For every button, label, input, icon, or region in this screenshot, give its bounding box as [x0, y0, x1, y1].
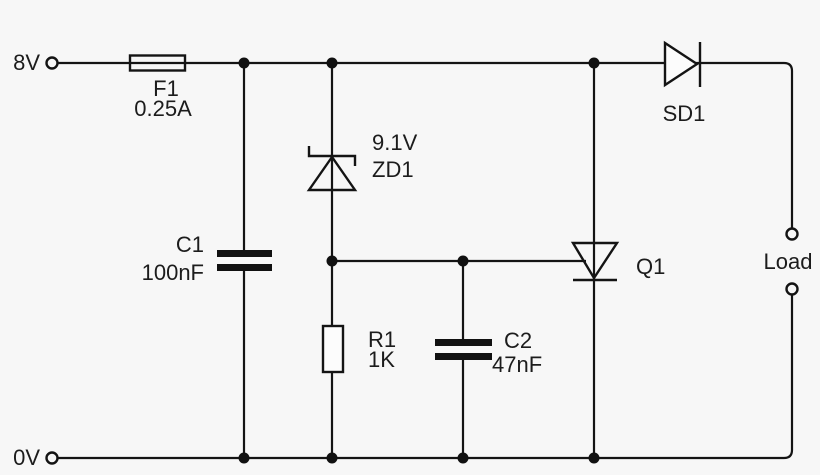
junction-dot — [238, 57, 250, 69]
q1-ref-label: Q1 — [636, 254, 665, 279]
supply-positive-label: 8V — [13, 50, 40, 75]
c1-ref-label: C1 — [176, 232, 204, 257]
c1-value-label: 100nF — [142, 260, 204, 285]
r1-value-label: 1K — [368, 347, 395, 372]
zd1-ref-label: ZD1 — [372, 157, 414, 182]
junction-dots — [238, 57, 600, 464]
c2-value-label: 47nF — [492, 352, 542, 377]
load-label: Load — [764, 249, 813, 274]
capacitor-c1: C1 100nF — [142, 232, 272, 285]
junction-dot — [238, 452, 250, 464]
load-terminal-bottom — [785, 282, 799, 296]
sd1-ref-label: SD1 — [663, 101, 706, 126]
terminals: 8V 0V Load — [13, 50, 812, 470]
resistor-r1: R1 1K — [321, 324, 396, 374]
fuse-ref-label: F1 — [153, 76, 179, 101]
supply-negative-label: 0V — [13, 445, 40, 470]
sd1-triangle — [663, 40, 700, 88]
junction-dot — [588, 57, 600, 69]
capacitor-c2: C2 47nF — [435, 328, 542, 377]
c1-plate-bottom — [217, 264, 272, 271]
diode-sd1: SD1 — [663, 40, 706, 126]
junction-dot — [457, 452, 469, 464]
junction-dot — [326, 57, 338, 69]
load-terminal-top — [785, 227, 799, 241]
c2-plate-top — [435, 339, 492, 346]
junction-dot — [326, 452, 338, 464]
fuse-f1: F1 0.25A — [128, 54, 192, 121]
c1-plate-top — [217, 250, 272, 257]
thyristor-q1: Q1 — [570, 241, 665, 282]
c2-plate-bottom — [435, 353, 492, 360]
c2-ref-label: C2 — [504, 328, 532, 353]
terminal-0v — [45, 451, 59, 465]
zener-zd1: 9.1V ZD1 — [306, 130, 418, 192]
zd1-value-label: 9.1V — [372, 130, 418, 155]
r1-body — [321, 324, 345, 374]
q1-triangle — [570, 241, 620, 281]
top-rail-wire — [58, 61, 794, 228]
r1-ref-label: R1 — [368, 327, 396, 352]
terminal-8v — [45, 56, 59, 70]
junction-dot — [326, 255, 338, 267]
junction-dot — [457, 255, 469, 267]
junction-dot — [588, 452, 600, 464]
bottom-rail-wire — [58, 295, 794, 460]
fuse-value-label: 0.25A — [134, 96, 192, 121]
zd1-triangle — [306, 154, 358, 192]
fuse-body — [128, 54, 187, 72]
